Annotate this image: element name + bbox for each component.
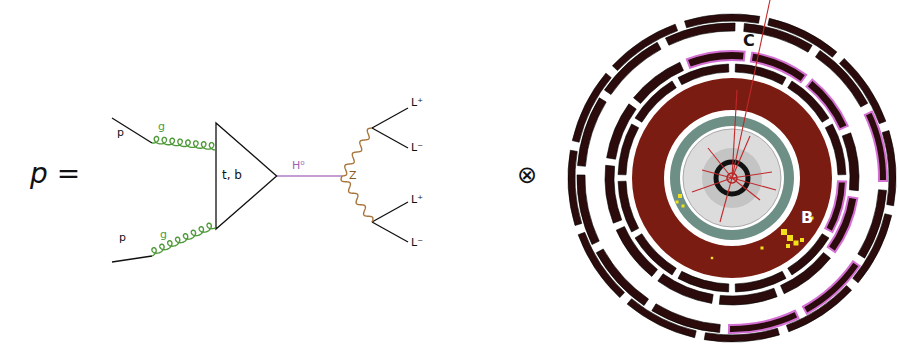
particle-label: L⁻ (411, 237, 423, 248)
particle-label: L⁺ (411, 97, 423, 108)
muon-chamber (768, 18, 837, 57)
particle-label: p (117, 127, 124, 138)
particle-label: L⁻ (411, 142, 423, 153)
gluon-line (152, 223, 215, 256)
muon-chamber (658, 274, 713, 304)
particle-track (732, 0, 770, 178)
lepton-line (372, 222, 408, 242)
muon-chamber (605, 165, 622, 223)
energy-deposit (794, 241, 799, 246)
em-calorimeter-ring (670, 116, 794, 240)
equation-symbol: p = (30, 160, 80, 188)
particle-label: g (160, 229, 167, 240)
particle-track (692, 178, 732, 192)
energy-deposit (800, 238, 804, 242)
particle-label: H⁰ (292, 160, 305, 171)
muon-chamber (839, 58, 885, 123)
region-label: B (801, 210, 813, 226)
higgs-line (269, 175, 342, 176)
muon-chamber (828, 197, 858, 252)
loop-triangle: t, b (215, 122, 278, 230)
energy-deposit (787, 235, 793, 241)
calorimeter-ring (632, 78, 832, 278)
muon-chamber (882, 131, 896, 206)
particle-track (732, 172, 772, 178)
muon-chamber (572, 73, 611, 142)
particle-track (720, 178, 732, 222)
tracker-disk (683, 129, 781, 227)
muon-chamber (786, 285, 851, 331)
lepton-line (372, 202, 408, 222)
node-label: t, b (222, 169, 242, 181)
energy-deposit (781, 229, 787, 235)
energy-deposit (711, 257, 713, 259)
lepton-line (372, 108, 408, 128)
energy-deposit (682, 205, 685, 208)
z-boson-line (342, 128, 372, 176)
gluon-line (152, 136, 215, 150)
particle-track (732, 90, 737, 178)
z-boson-line (341, 176, 373, 222)
proton-line (112, 256, 152, 262)
muon-chamber (687, 51, 745, 68)
triangle-shape (216, 123, 277, 229)
particle-label: p (119, 232, 126, 243)
lepton-line (372, 128, 408, 148)
particle-label: L⁺ (411, 194, 423, 205)
muon-chamber (719, 288, 777, 305)
energy-deposit (761, 247, 764, 250)
muon-chamber (751, 53, 806, 83)
energy-deposit (676, 201, 679, 204)
muon-chamber (853, 214, 892, 283)
muon-chamber (704, 328, 779, 342)
particle-label: Z (349, 170, 357, 181)
particle-track (732, 178, 776, 190)
energy-deposit (786, 244, 790, 248)
proton-line (112, 118, 152, 143)
region-label: C (743, 33, 755, 49)
muon-chamber (568, 150, 582, 225)
muon-chamber (578, 232, 624, 297)
muon-chamber (607, 104, 637, 159)
muon-chamber (612, 24, 677, 70)
feynman-diagram (112, 108, 408, 262)
muon-chamber (685, 14, 760, 28)
muon-chamber (627, 299, 696, 338)
particle-track (708, 148, 732, 178)
muon-chamber (842, 133, 859, 191)
operator-symbol: ⊗ (517, 163, 537, 187)
particle-track (702, 170, 732, 178)
particle-label: g (158, 121, 165, 132)
energy-deposit (678, 194, 682, 198)
particle-track (732, 136, 750, 178)
detector-display (568, 0, 896, 342)
